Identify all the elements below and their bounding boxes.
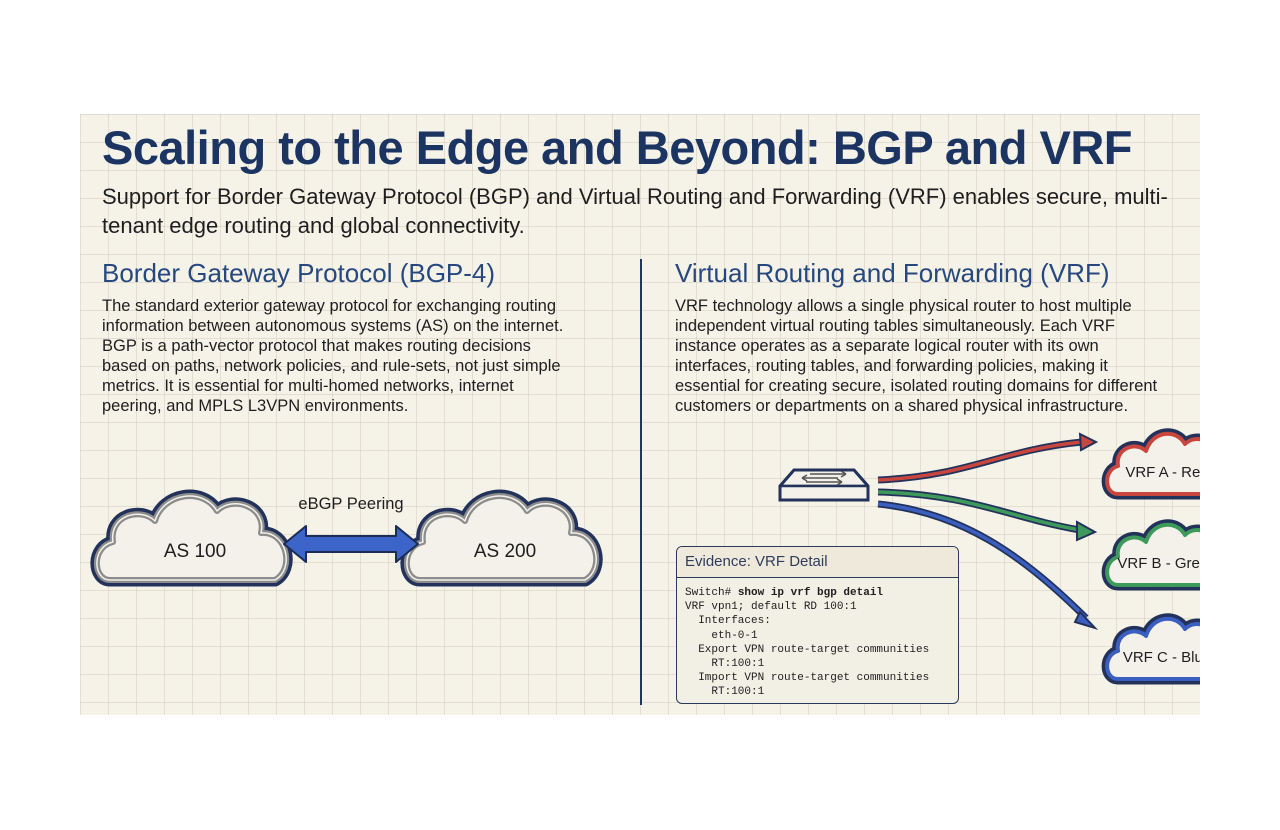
vrf-line: independent virtual routing tables simul…: [675, 317, 1115, 335]
cli-line: Import VPN route-target communities: [685, 672, 930, 685]
bgp-line: based on paths, network policies, and ru…: [102, 357, 561, 375]
arrow-icon-red: [877, 432, 1099, 484]
bgp-description: The standard exterior gateway protocol f…: [102, 296, 632, 416]
vrf-line: customers or departments on a shared phy…: [675, 397, 1129, 415]
cli-prompt: Switch#: [685, 587, 738, 599]
slide: Scaling to the Edge and Beyond: BGP and …: [80, 114, 1200, 715]
cli-command-line: Switch# show ip vrf bgp detail: [685, 586, 958, 600]
cloud-icon-as200: [407, 496, 596, 580]
cli-line: eth-0-1: [685, 629, 758, 642]
bgp-line: metrics. It is essential for multi-homed…: [102, 377, 514, 395]
page-title: Scaling to the Edge and Beyond: BGP and …: [102, 121, 1133, 174]
vrf-line: instance operates as a separate logical …: [675, 337, 1099, 355]
bgp-line: BGP is a path-vector protocol that makes…: [102, 337, 531, 355]
bgp-line: information between autonomous systems (…: [102, 317, 564, 335]
bgp-line: The standard exterior gateway protocol f…: [102, 297, 557, 315]
evidence-panel: Evidence: VRF Detail Switch# show ip vrf…: [676, 546, 959, 704]
vrf-line: interfaces, routing tables, and forwardi…: [675, 357, 1108, 375]
cli-line: VRF vpn1; default RD 100:1: [685, 601, 857, 614]
vrf-a-label: VRF A - Red: [1125, 464, 1200, 481]
cloud-icon-as100: [97, 496, 286, 580]
cli-line: RT:100:1: [685, 658, 765, 671]
vrf-c-label: VRF C - Blue: [1123, 649, 1200, 666]
bgp-line: peering, and MPLS L3VPN environments.: [102, 397, 409, 415]
cli-line: Export VPN route-target communities: [685, 643, 930, 656]
as100-label: AS 100: [164, 541, 226, 562]
bgp-diagram: AS 100 AS 200 eBGP Peering: [80, 464, 640, 604]
evidence-header: Evidence: VRF Detail: [677, 547, 958, 578]
column-divider: [640, 259, 642, 705]
cli-line: Interfaces:: [685, 615, 771, 628]
vrf-description: VRF technology allows a single physical …: [675, 296, 1195, 416]
vrf-line: VRF technology allows a single physical …: [675, 297, 1132, 315]
page-subtitle: Support for Border Gateway Protocol (BGP…: [102, 184, 1168, 238]
cli-line: RT:100:1: [685, 686, 765, 699]
arrow-icon-green: [877, 488, 1098, 542]
router-switch-icon: [778, 468, 870, 502]
vrf-heading: Virtual Routing and Forwarding (VRF): [675, 258, 1110, 288]
bgp-heading: Border Gateway Protocol (BGP-4): [102, 258, 496, 288]
vrf-b-label: VRF B - Green: [1117, 555, 1200, 572]
arrow-icon-blue: [877, 500, 1099, 631]
cli-command: show ip vrf bgp detail: [737, 587, 884, 599]
double-arrow-icon: [283, 525, 419, 563]
vrf-diagram: VRF A - Red VRF B - Green VRF C - Blue: [778, 414, 1200, 689]
as200-label: AS 200: [474, 541, 536, 562]
vrf-line: essential for creating secure, isolated …: [675, 377, 1158, 395]
ebgp-peering-label: eBGP Peering: [298, 495, 403, 513]
